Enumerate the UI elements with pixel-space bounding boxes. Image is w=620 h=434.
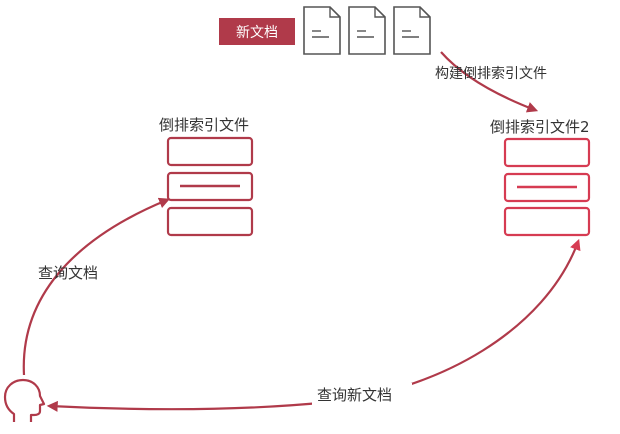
user-head-icon <box>3 378 46 422</box>
document-icon <box>393 6 431 55</box>
document-icon <box>303 6 341 55</box>
index2-stack <box>503 137 591 237</box>
build-index-label: 构建倒排索引文件 <box>435 65 547 82</box>
index1-title: 倒排索引文件 <box>159 116 249 134</box>
query-docs-arrow <box>22 197 171 376</box>
build-index-arrow <box>440 51 539 113</box>
new-doc-label: 新文档 <box>236 25 278 41</box>
new-doc-badge: 新文档 <box>219 18 295 45</box>
query-docs-label: 查询文档 <box>38 264 98 282</box>
document-icon <box>348 6 386 55</box>
query-new-docs-label: 查询新文档 <box>317 386 392 404</box>
index1-stack <box>166 136 254 237</box>
index2-title: 倒排索引文件2 <box>490 118 590 136</box>
